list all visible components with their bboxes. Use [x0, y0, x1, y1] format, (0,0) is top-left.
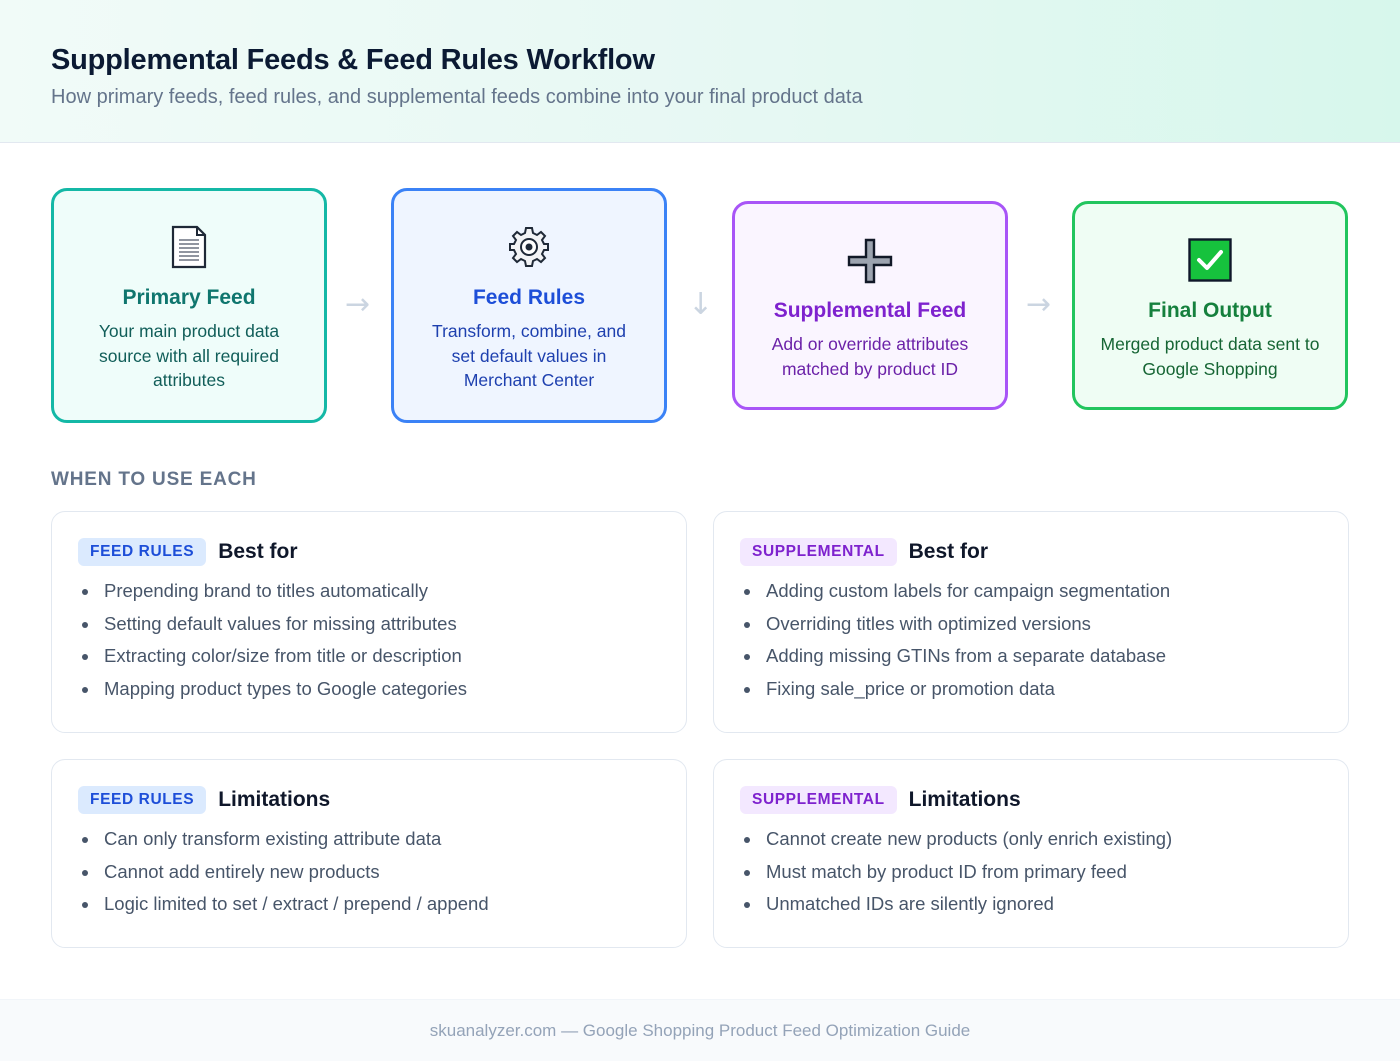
card-heading: Limitations: [218, 788, 331, 811]
bullet-list: Prepending brand to titles automatically…: [80, 578, 467, 708]
list-item: Extracting color/size from title or desc…: [80, 643, 467, 676]
list-item: Fixing sale_price or promotion data: [742, 676, 1170, 709]
flow-card-title: Feed Rules: [472, 286, 586, 309]
card-heading: Best for: [218, 540, 298, 563]
flow-card-title: Supplemental Feed: [773, 299, 967, 322]
badge: FEED RULES: [78, 538, 207, 566]
card-head: SUPPLEMENTAL Limitations: [740, 786, 1021, 814]
bullet-list: Adding custom labels for campaign segmen…: [742, 578, 1170, 708]
plus-icon: [847, 238, 893, 289]
header: Supplemental Feeds & Feed Rules Workflow…: [0, 0, 1400, 143]
info-card-feed-rules-limitations: FEED RULES Limitations Can only transfor…: [51, 759, 687, 948]
badge: SUPPLEMENTAL: [740, 538, 897, 566]
arrow-right-icon: →: [345, 287, 371, 322]
list-item: Cannot add entirely new products: [80, 859, 489, 892]
list-item: Overriding titles with optimized version…: [742, 611, 1170, 644]
arrow-down-icon: ↓: [688, 287, 714, 322]
flow-card-primary-feed: Primary Feed Your main product data sour…: [51, 188, 327, 423]
list-item: Logic limited to set / extract / prepend…: [80, 891, 489, 924]
list-item: Adding missing GTINs from a separate dat…: [742, 643, 1170, 676]
flow-card-desc: Transform, combine, and set default valu…: [432, 321, 626, 390]
flow-card-feed-rules: Feed Rules Transform, combine, and set d…: [391, 188, 667, 423]
list-item: Unmatched IDs are silently ignored: [742, 891, 1172, 924]
flow-card-supplemental-feed: Supplemental Feed Add or override attrib…: [732, 201, 1008, 410]
list-item: Must match by product ID from primary fe…: [742, 859, 1172, 892]
page-title: Supplemental Feeds & Feed Rules Workflow: [51, 44, 655, 76]
list-item: Setting default values for missing attri…: [80, 611, 467, 644]
flow-card-final-output: Final Output Merged product data sent to…: [1072, 201, 1348, 410]
flow-card-title: Primary Feed: [122, 286, 256, 309]
info-card-supplemental-best-for: SUPPLEMENTAL Best for Adding custom labe…: [713, 511, 1349, 733]
page-subtitle: How primary feeds, feed rules, and suppl…: [51, 86, 863, 108]
list-item: Mapping product types to Google categori…: [80, 676, 467, 709]
list-item: Can only transform existing attribute da…: [80, 826, 489, 859]
list-item: Adding custom labels for campaign segmen…: [742, 578, 1170, 611]
badge: FEED RULES: [78, 786, 207, 814]
card-head: FEED RULES Best for: [78, 538, 298, 566]
footer: skuanalyzer.com — Google Shopping Produc…: [0, 999, 1400, 1061]
bullet-list: Can only transform existing attribute da…: [80, 826, 489, 924]
card-head: SUPPLEMENTAL Best for: [740, 538, 988, 566]
flow-card-title: Final Output: [1148, 299, 1272, 322]
info-card-feed-rules-best-for: FEED RULES Best for Prepending brand to …: [51, 511, 687, 733]
badge: SUPPLEMENTAL: [740, 786, 897, 814]
bullet-list: Cannot create new products (only enrich …: [742, 826, 1172, 924]
card-head: FEED RULES Limitations: [78, 786, 330, 814]
flow-card-desc: Add or override attributes matched by pr…: [771, 334, 969, 379]
card-heading: Limitations: [908, 788, 1021, 811]
document-icon: [170, 225, 208, 274]
checkmark-icon: [1188, 238, 1232, 287]
flow-card-desc: Merged product data sent to Google Shopp…: [1100, 334, 1320, 379]
arrow-right-icon: →: [1026, 287, 1052, 322]
list-item: Prepending brand to titles automatically: [80, 578, 467, 611]
card-heading: Best for: [908, 540, 988, 563]
section-label: WHEN TO USE EACH: [51, 469, 257, 490]
info-card-supplemental-limitations: SUPPLEMENTAL Limitations Cannot create n…: [713, 759, 1349, 948]
list-item: Cannot create new products (only enrich …: [742, 826, 1172, 859]
flow-card-desc: Your main product data source with all r…: [98, 321, 280, 390]
gear-icon: [507, 225, 551, 274]
